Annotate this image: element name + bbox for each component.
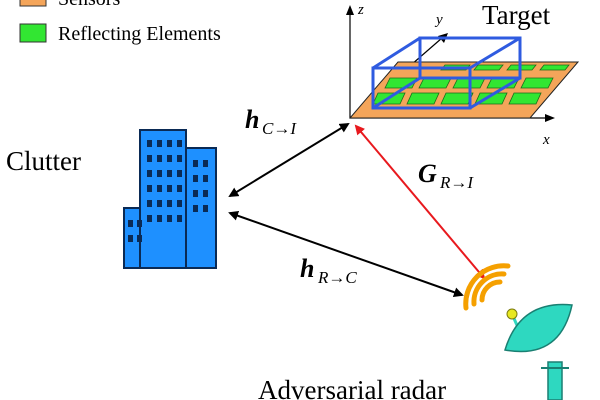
arrow-h-ci bbox=[228, 122, 350, 198]
label-h-ci-sub: C→I bbox=[262, 119, 297, 138]
target-surface bbox=[348, 61, 580, 119]
radar-label: Adversarial radar bbox=[258, 375, 446, 400]
target-label: Target bbox=[482, 0, 551, 30]
label-g-ri: G R→I bbox=[418, 159, 474, 192]
radar-waves bbox=[463, 263, 511, 311]
arrow-h-rc bbox=[228, 210, 464, 298]
legend-label-sensors: Sensors bbox=[58, 0, 120, 10]
target-box bbox=[371, 36, 522, 110]
legend-swatch-reflecting bbox=[19, 23, 47, 43]
axis-label-z: z bbox=[357, 2, 364, 18]
label-g-ri-main: G bbox=[418, 159, 437, 188]
label-h-rc: h R→C bbox=[300, 254, 357, 287]
axis-label-x: x bbox=[542, 132, 550, 148]
clutter-label: Clutter bbox=[6, 146, 81, 176]
legend: Sensors Reflecting Elements bbox=[19, 0, 221, 45]
label-h-ci-main: h bbox=[245, 105, 259, 134]
building-icon bbox=[123, 129, 217, 269]
legend-label-reflecting: Reflecting Elements bbox=[58, 23, 221, 45]
legend-swatch-sensors bbox=[19, 0, 47, 7]
label-h-rc-sub: R→C bbox=[317, 268, 357, 287]
arrow-g-ri bbox=[354, 124, 486, 280]
axis-label-y: y bbox=[434, 12, 443, 28]
label-h-ci: h C→I bbox=[245, 105, 297, 138]
label-h-rc-main: h bbox=[300, 254, 314, 283]
radar-icon bbox=[463, 263, 573, 400]
label-g-ri-sub: R→I bbox=[439, 173, 474, 192]
